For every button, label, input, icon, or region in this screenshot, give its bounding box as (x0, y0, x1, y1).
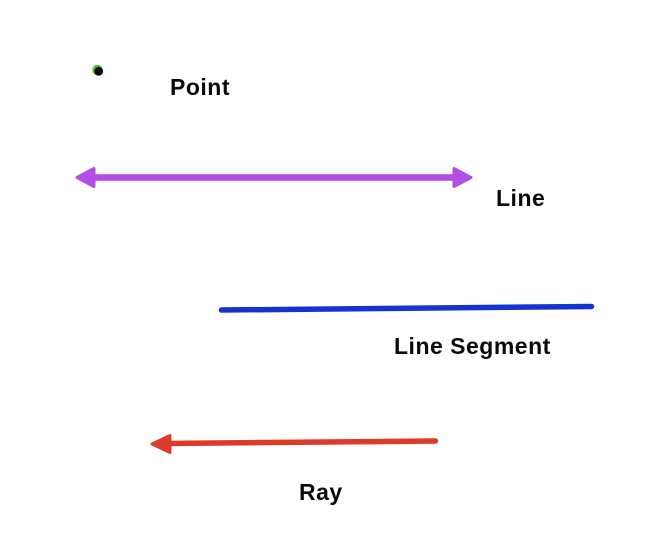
ray-figure (150, 434, 439, 454)
point-dot (94, 66, 104, 76)
ray-arrowhead-left-stroke (150, 434, 172, 454)
line-label: Line (496, 185, 546, 211)
line-segment-shaft (218, 303, 595, 313)
line-segment-figure (218, 303, 595, 313)
line-arrowhead-left (77, 168, 94, 187)
line-arrowhead-right (454, 168, 471, 187)
ray-arrowhead-left (152, 435, 170, 453)
line-arrowhead-right-stroke (452, 167, 473, 188)
line-segment-label: Line Segment (394, 333, 551, 359)
line-figure (75, 167, 473, 188)
point-figure (92, 64, 104, 76)
ray-label: Ray (299, 479, 343, 505)
point-label: Point (170, 74, 230, 100)
line-arrowhead-left-stroke (75, 167, 96, 188)
ray-shaft (163, 438, 439, 447)
